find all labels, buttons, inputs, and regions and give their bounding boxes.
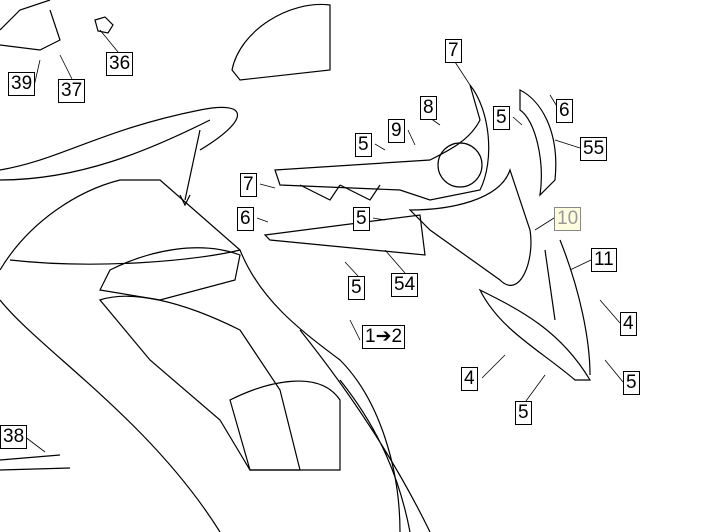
callout-54: 54 — [391, 273, 419, 297]
callout-6: 6 — [556, 99, 573, 123]
callout-5: 5 — [353, 207, 370, 231]
callout-5: 5 — [348, 276, 365, 300]
callout-10-highlighted[interactable]: 10 — [554, 207, 582, 231]
callout-4: 4 — [620, 312, 637, 336]
callout-5: 5 — [515, 401, 532, 425]
callout-5: 5 — [493, 106, 510, 130]
callout-36: 36 — [106, 52, 134, 76]
callout-37: 37 — [58, 79, 86, 103]
callout-39: 39 — [8, 72, 36, 96]
callout-5: 5 — [355, 133, 372, 157]
callout-55: 55 — [580, 137, 608, 161]
callout-38: 38 — [0, 425, 28, 449]
callout-7: 7 — [240, 173, 257, 197]
callout-5: 5 — [623, 371, 640, 395]
callout-1-to-2: 1➔2 — [362, 325, 406, 349]
callout-7: 7 — [445, 39, 462, 63]
callout-11: 11 — [591, 248, 617, 272]
callout-9: 9 — [388, 119, 405, 143]
callout-6: 6 — [237, 207, 254, 231]
callout-4: 4 — [461, 367, 478, 391]
callout-8: 8 — [420, 96, 437, 120]
